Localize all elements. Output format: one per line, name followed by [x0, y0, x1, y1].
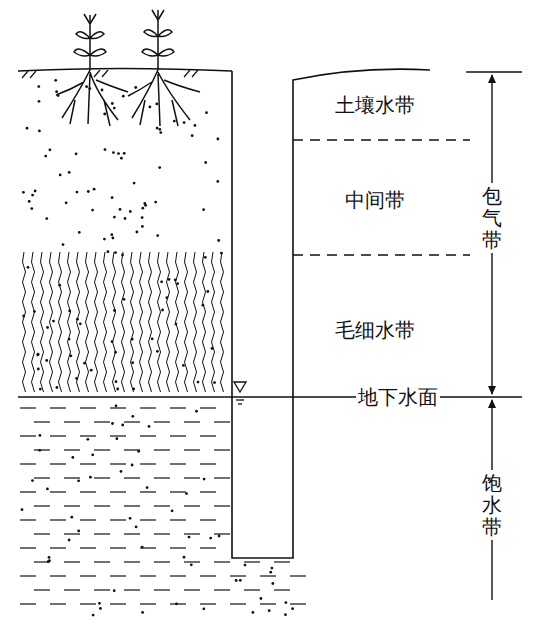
zone-bracket-label: 包气带 [482, 183, 502, 253]
zone-label: 中间带 [343, 188, 407, 212]
zone-label: 毛细水带 [333, 318, 417, 342]
zone-bracket-label: 饱水带 [482, 470, 502, 540]
zone-label: 地下水面 [356, 385, 440, 409]
zone-label: 土壤水带 [333, 93, 417, 117]
